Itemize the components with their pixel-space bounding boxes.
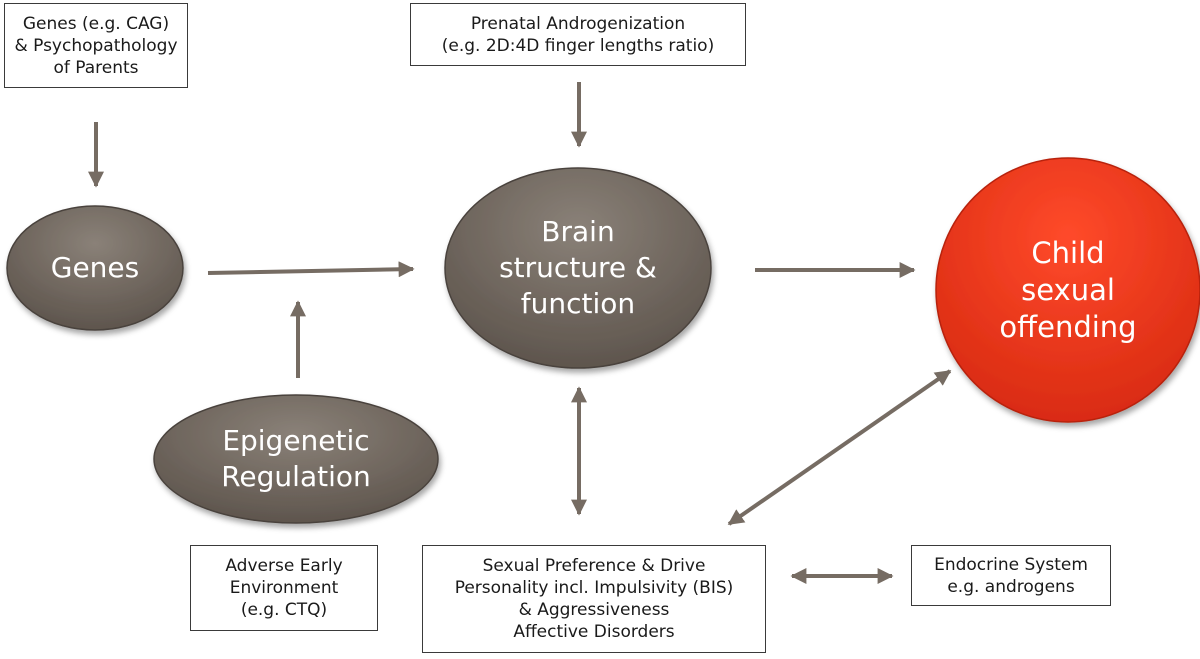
adverse-environment-box: Adverse Early Environment (e.g. CTQ) xyxy=(190,545,378,631)
sexual-pref-line-4: Affective Disorders xyxy=(513,622,675,642)
adverse-line-3: (e.g. CTQ) xyxy=(240,600,328,620)
adverse-line-1: Adverse Early xyxy=(225,556,343,576)
genes-parents-line-3: of Parents xyxy=(53,57,139,78)
child-offending-node-shape xyxy=(935,157,1200,423)
endocrine-line-1: Endocrine System xyxy=(934,554,1088,575)
genes-parents-line-2: & Psychopathology xyxy=(14,35,178,56)
arrow-genes-to-brain xyxy=(207,261,415,278)
prenatal-line-2: (e.g. 2D:4D finger lengths ratio) xyxy=(441,35,715,56)
prenatal-box: Prenatal Androgenization (e.g. 2D:4D fin… xyxy=(410,3,746,66)
genes-parents-box: Genes (e.g. CAG) & Psychopathology of Pa… xyxy=(4,3,188,88)
sexual-pref-line-3: & Aggressiveness xyxy=(518,600,670,620)
arrow-sexual-pref-child-bidirectional xyxy=(727,369,952,526)
sexual-pref-line-1: Sexual Preference & Drive xyxy=(482,556,706,576)
adverse-line-2: Environment xyxy=(229,578,339,598)
endocrine-box: Endocrine System e.g. androgens xyxy=(911,545,1111,606)
genes-parents-line-1: Genes (e.g. CAG) xyxy=(22,13,170,34)
genes-node-shape xyxy=(6,205,184,331)
endocrine-line-2: e.g. androgens xyxy=(947,576,1075,597)
brain-node-shape xyxy=(444,167,712,369)
sexual-pref-line-2: Personality incl. Impulsivity (BIS) xyxy=(454,578,734,598)
epigenetic-node-shape xyxy=(153,394,439,524)
prenatal-line-1: Prenatal Androgenization xyxy=(470,13,686,34)
sexual-preference-box: Sexual Preference & Drive Personality in… xyxy=(422,545,766,653)
